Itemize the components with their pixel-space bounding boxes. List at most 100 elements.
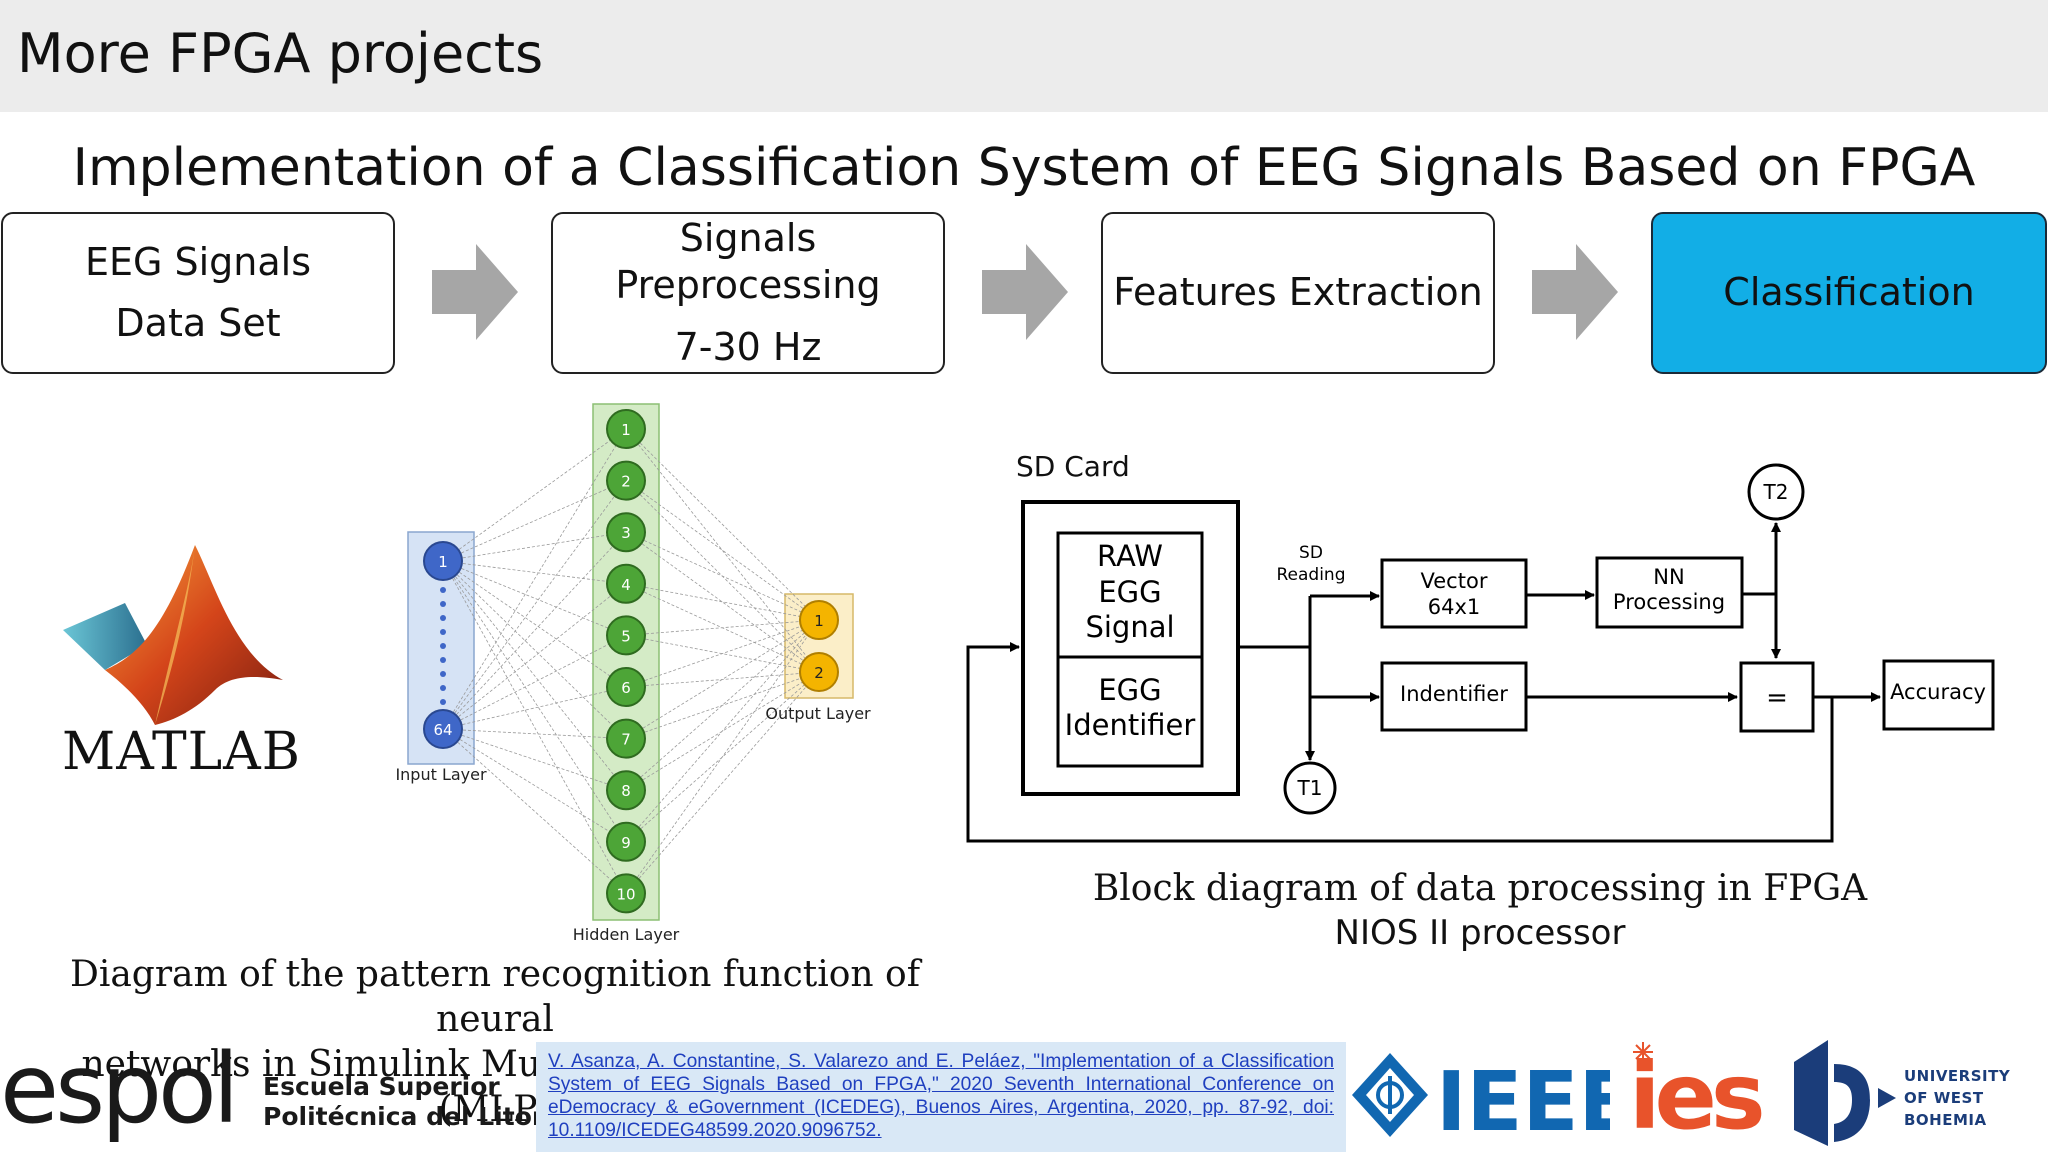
mlp-edge	[442, 560, 627, 739]
t1-marker: T1	[1297, 776, 1323, 800]
svg-text:1: 1	[621, 421, 631, 439]
matlab-logo-icon	[63, 545, 283, 725]
pipeline-stage-classification: Classification	[1651, 212, 2047, 374]
svg-text:5: 5	[621, 627, 631, 645]
hidden-node: 7	[606, 718, 646, 759]
mlp-edge	[625, 583, 820, 621]
hidden-node: 8	[606, 770, 646, 811]
svg-text:4: 4	[621, 576, 631, 594]
mlp-edge	[442, 728, 627, 843]
mlp-edge	[625, 671, 820, 739]
svg-text:EGG: EGG	[1098, 673, 1161, 707]
svg-text:Reading: Reading	[1276, 565, 1345, 585]
mlp-edge	[625, 671, 820, 843]
hidden-layer-label: Hidden Layer	[573, 925, 680, 944]
espol-name: Escuela Superior Politécnica del Litoral	[263, 1072, 570, 1132]
hidden-node: 2	[606, 460, 646, 501]
uwb-logo-icon	[1794, 1040, 1896, 1146]
mlp-edge	[625, 531, 820, 621]
svg-text:8: 8	[621, 782, 631, 800]
svg-text:9: 9	[621, 834, 631, 852]
mlp-edge	[625, 619, 820, 636]
mlp-edge	[625, 671, 820, 791]
pipeline-stage-features: Features Extraction	[1101, 212, 1495, 374]
svg-text:2: 2	[814, 664, 824, 682]
hidden-node: 9	[606, 821, 646, 862]
raw-egg-signal-block: RAW EGG Signal	[1085, 539, 1174, 644]
input-node: 1	[423, 541, 463, 581]
svg-text:6: 6	[621, 679, 631, 697]
hidden-node: 10	[606, 873, 646, 914]
stage-text: Signals	[679, 215, 817, 260]
mlp-edge	[625, 619, 820, 894]
svg-text:Processing: Processing	[1613, 590, 1725, 614]
svg-text:IEEE: IEEE	[1436, 1055, 1610, 1140]
output-node: 1	[799, 600, 839, 640]
svg-text:3: 3	[621, 524, 631, 542]
sd-reading-label: SD Reading	[1276, 543, 1345, 585]
mlp-edge	[442, 583, 627, 730]
svg-text:Signal: Signal	[1085, 610, 1174, 644]
uwb-line: UNIVERSITY	[1904, 1067, 2011, 1085]
flow-arrow-icon	[1532, 244, 1618, 340]
svg-text:Vector: Vector	[1421, 569, 1488, 593]
caption-line: NIOS II processor	[1334, 913, 1626, 954]
mlp-edge	[442, 560, 627, 894]
nn-processing-block: NN Processing	[1613, 565, 1725, 614]
indentifier-block: Indentifier	[1400, 682, 1508, 706]
mlp-edge	[625, 619, 820, 739]
stage-text: Features Extraction	[1113, 270, 1483, 315]
svg-text:10: 10	[616, 885, 635, 903]
uwb-name: UNIVERSITY OF WEST BOHEMIA	[1904, 1066, 2048, 1131]
mlp-edge	[625, 671, 820, 688]
vector-block: Vector 64x1	[1421, 569, 1488, 619]
block-diagram: SD Card RAW EGG Signal EGG Identifier SD…	[966, 450, 1995, 843]
mlp-edge	[442, 560, 627, 791]
mlp-edge	[625, 619, 820, 688]
svg-text:EGG: EGG	[1098, 575, 1161, 609]
flow-arrow-icon	[432, 244, 518, 340]
slide-header: More FPGA projects	[0, 0, 2048, 112]
slide-title: More FPGA projects	[17, 22, 544, 85]
mlp-edge	[442, 728, 627, 739]
ieee-logo-icon: IEEE	[1352, 1053, 1610, 1140]
hidden-node: 6	[606, 667, 646, 707]
accuracy-block: Accuracy	[1890, 680, 1986, 704]
caption-line: Diagram of the pattern recognition funct…	[69, 954, 921, 1040]
svg-text:1: 1	[814, 612, 824, 630]
hidden-node: 4	[606, 563, 646, 604]
matlab-label: MATLAB	[62, 722, 301, 782]
pipeline-stage-preprocessing: Signals Preprocessing 7-30 Hz	[551, 212, 945, 374]
input-node: 64	[423, 709, 463, 749]
pipeline-stage-dataset: EEG Signals Data Set	[1, 212, 395, 374]
svg-text:Identifier: Identifier	[1065, 708, 1196, 742]
stage-text: 7-30 Hz	[674, 324, 822, 369]
input-layer-label: Input Layer	[395, 765, 487, 784]
ies-logo-icon: ies	[1629, 1042, 1768, 1145]
mlp-edge	[442, 635, 627, 730]
t2-marker: T2	[1763, 480, 1789, 504]
mlp-edge	[442, 686, 627, 730]
hidden-node: 5	[606, 615, 646, 656]
output-layer-label: Output Layer	[765, 704, 871, 723]
svg-text:2: 2	[621, 473, 631, 491]
svg-text:RAW: RAW	[1097, 539, 1163, 573]
reference-link[interactable]: V. Asanza, A. Constantine, S. Valarezo a…	[536, 1042, 1346, 1152]
mlp-edge	[442, 560, 627, 585]
main-title: Implementation of a Classification Syste…	[72, 138, 1976, 198]
mlp-edge	[625, 619, 820, 843]
mlp-edge	[442, 728, 627, 894]
svg-text:ies: ies	[1629, 1043, 1762, 1145]
block-diagram-caption: Block diagram of data processing in FPGA…	[1070, 866, 1890, 956]
hidden-node: 1	[606, 409, 646, 449]
mlp-edge	[442, 480, 627, 562]
mlp-edge	[442, 531, 627, 562]
mlp-edge	[625, 671, 820, 894]
egg-identifier-block: EGG Identifier	[1065, 673, 1196, 742]
stage-text: EEG Signals	[84, 239, 312, 284]
svg-text:64x1: 64x1	[1428, 595, 1481, 619]
svg-text:SD: SD	[1299, 543, 1323, 563]
svg-text:64: 64	[433, 721, 452, 739]
mlp-edge	[625, 428, 820, 621]
stage-text: Classification	[1723, 270, 1975, 315]
